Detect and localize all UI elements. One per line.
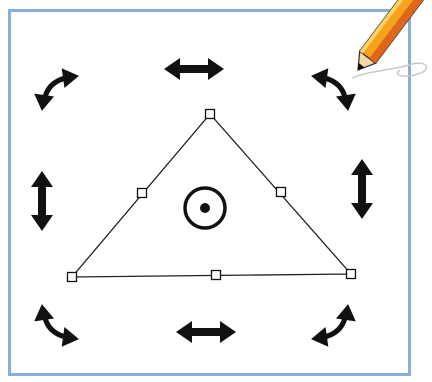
pencil-icon bbox=[350, 0, 427, 78]
scale-left-arrow[interactable] bbox=[31, 171, 53, 231]
midpoint-handle-left-edge[interactable] bbox=[138, 189, 147, 198]
vertex-handle-bottom-right[interactable] bbox=[347, 270, 356, 279]
scale-top-arrow[interactable] bbox=[164, 58, 224, 80]
rotate-bottom-left-arrow[interactable] bbox=[32, 303, 80, 349]
scale-right-arrow[interactable] bbox=[351, 159, 373, 219]
rotate-top-right-arrow[interactable] bbox=[310, 66, 358, 112]
rotate-top-left-arrow[interactable] bbox=[32, 66, 80, 112]
vertex-handle-top[interactable] bbox=[206, 110, 215, 119]
midpoint-handle-bottom-edge[interactable] bbox=[212, 271, 221, 280]
vertex-handle-bottom-left[interactable] bbox=[68, 273, 77, 282]
scale-bottom-arrow[interactable] bbox=[176, 321, 236, 343]
pivot-target-icon[interactable] bbox=[185, 188, 225, 228]
rotate-bottom-right-arrow[interactable] bbox=[310, 303, 358, 349]
midpoint-handle-right-edge[interactable] bbox=[277, 188, 286, 197]
